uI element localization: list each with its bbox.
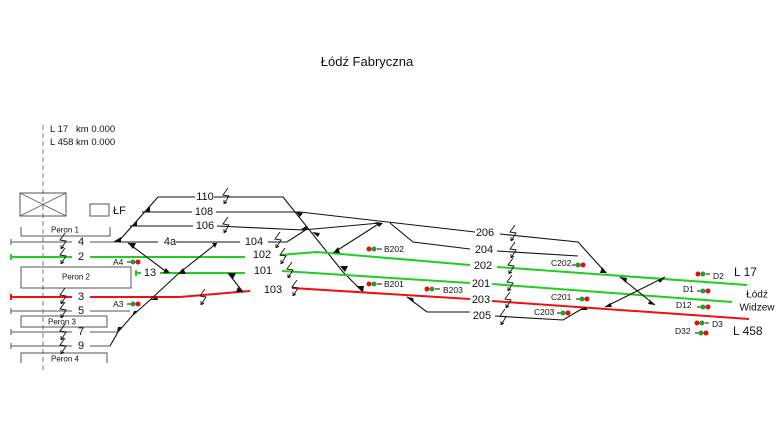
signal-b203-label: B203 xyxy=(443,285,463,295)
platform-4-label: Peron 4 xyxy=(51,355,80,364)
track-201-label: 201 xyxy=(472,278,490,290)
platform-2 xyxy=(20,266,132,289)
catenary-icon xyxy=(504,292,512,308)
station-building-icon xyxy=(19,192,67,217)
platform-1 xyxy=(20,227,111,237)
platform-3-label: Peron 3 xyxy=(48,318,77,327)
route-lodz-widzew xyxy=(281,270,733,303)
signal-a3-label: A3 xyxy=(113,299,124,309)
route-l17 xyxy=(279,250,748,286)
catenary-icon xyxy=(507,258,515,274)
signal-d12-label: D12 xyxy=(676,300,692,310)
track-4-label: 4 xyxy=(78,236,84,248)
station-tracks xyxy=(10,239,251,349)
signal-d12[interactable]: D12 xyxy=(676,300,711,310)
platform-1-label: Peron 1 xyxy=(51,226,80,235)
signal-b202-label: B202 xyxy=(384,244,404,254)
kilometrage-l458: L 458 km 0.000 xyxy=(50,137,115,148)
destination-l458: L 458 xyxy=(733,324,763,338)
catenary-icon xyxy=(509,225,517,241)
signal-d2[interactable]: D2 xyxy=(695,271,725,281)
signal-c201[interactable]: C201 xyxy=(551,292,590,302)
lf-label: ŁF xyxy=(113,205,126,217)
destination-l17: L 17 xyxy=(734,265,757,279)
track-206-label: 206 xyxy=(476,227,494,239)
track-101-label: 101 xyxy=(254,265,272,277)
station-title: Łódź Fabryczna xyxy=(321,54,414,69)
track-202-label: 202 xyxy=(474,260,492,272)
catenary-icon xyxy=(279,248,287,264)
catenary-icon xyxy=(286,262,294,278)
lf-box xyxy=(89,203,110,217)
track-108-label: 108 xyxy=(195,206,213,218)
catenary-icon xyxy=(509,242,517,258)
signal-d32-label: D32 xyxy=(675,326,691,336)
destination-station-line2: Widzew xyxy=(739,303,775,314)
signal-a4[interactable]: A4 xyxy=(113,257,141,267)
signal-b202[interactable]: B202 xyxy=(366,244,405,254)
track-106-label: 106 xyxy=(196,220,214,232)
signal-c203[interactable]: C203 xyxy=(534,307,571,317)
signal-c201-label: C201 xyxy=(551,292,572,302)
track-203-label: 203 xyxy=(472,294,490,306)
signal-d3-label: D3 xyxy=(712,319,723,329)
signal-d3[interactable]: D3 xyxy=(694,319,724,329)
destination-station-line1: Łódź xyxy=(746,290,768,301)
route-l458 xyxy=(291,287,750,320)
catenary-icon xyxy=(199,289,207,305)
track-110-label: 110 xyxy=(196,191,214,203)
catenary-icon xyxy=(506,275,514,291)
right-crossover xyxy=(604,276,666,308)
turnout-markers xyxy=(113,206,665,332)
kilometrage-l17: L 17 km 0.000 xyxy=(50,124,115,135)
signal-c203-label: C203 xyxy=(534,307,555,317)
track-13-label: 13 xyxy=(144,267,156,279)
signal-a3[interactable]: A3 xyxy=(113,299,141,309)
track-2-label: 2 xyxy=(78,251,84,263)
signal-d1-label: D1 xyxy=(683,284,694,294)
signal-b201-label: B201 xyxy=(384,279,404,289)
track-3-label: 3 xyxy=(78,291,84,303)
signal-d32[interactable]: D32 xyxy=(675,326,709,336)
signal-c202-label: C202 xyxy=(551,258,572,268)
signal-d1[interactable]: D1 xyxy=(683,284,711,294)
track-104-label: 104 xyxy=(245,236,263,248)
track-205-label: 205 xyxy=(473,310,491,322)
signal-d2-label: D2 xyxy=(713,271,724,281)
signal-a4-label: A4 xyxy=(113,257,124,267)
track-204-label: 204 xyxy=(475,244,493,256)
catenary-icon xyxy=(59,233,67,249)
signal-c202[interactable]: C202 xyxy=(551,258,586,268)
platform-2-label: Peron 2 xyxy=(62,273,91,282)
catenary-icon xyxy=(222,188,230,204)
signal-b203[interactable]: B203 xyxy=(424,285,464,295)
catenary-icon xyxy=(222,217,230,233)
platform-4 xyxy=(20,352,108,363)
track-102-label: 102 xyxy=(253,249,271,261)
track-4a-label: 4a xyxy=(164,236,177,248)
track-5-label: 5 xyxy=(78,305,84,317)
track-9-label: 9 xyxy=(78,340,84,352)
track-103-label: 103 xyxy=(264,284,282,296)
track-7-label: 7 xyxy=(78,326,84,338)
catenary-icon xyxy=(274,232,282,248)
signal-b201[interactable]: B201 xyxy=(366,279,405,289)
